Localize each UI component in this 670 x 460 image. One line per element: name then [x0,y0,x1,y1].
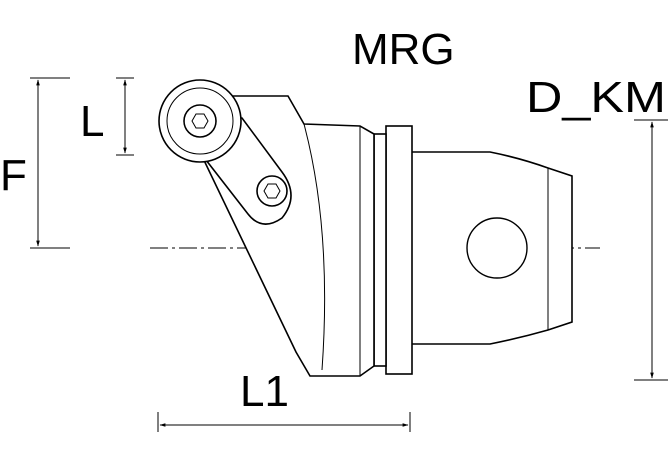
dimension-f-label: F [0,151,27,200]
coolant-hole [466,217,528,279]
dimension-f: F [0,77,70,249]
dimension-dkm: D_KM [526,73,668,381]
diagram-title: MRG [352,25,455,74]
insert-screw-icon [183,104,217,138]
dimension-l1-label: L1 [240,367,289,416]
dimension-l-label: L [80,97,104,146]
dimension-l: L [80,77,134,156]
lever-screw-icon [256,175,288,207]
flange [373,125,413,375]
dimension-dkm-label: D_KM [526,73,666,122]
shank [409,151,573,345]
dimension-l1: L1 [157,367,411,432]
